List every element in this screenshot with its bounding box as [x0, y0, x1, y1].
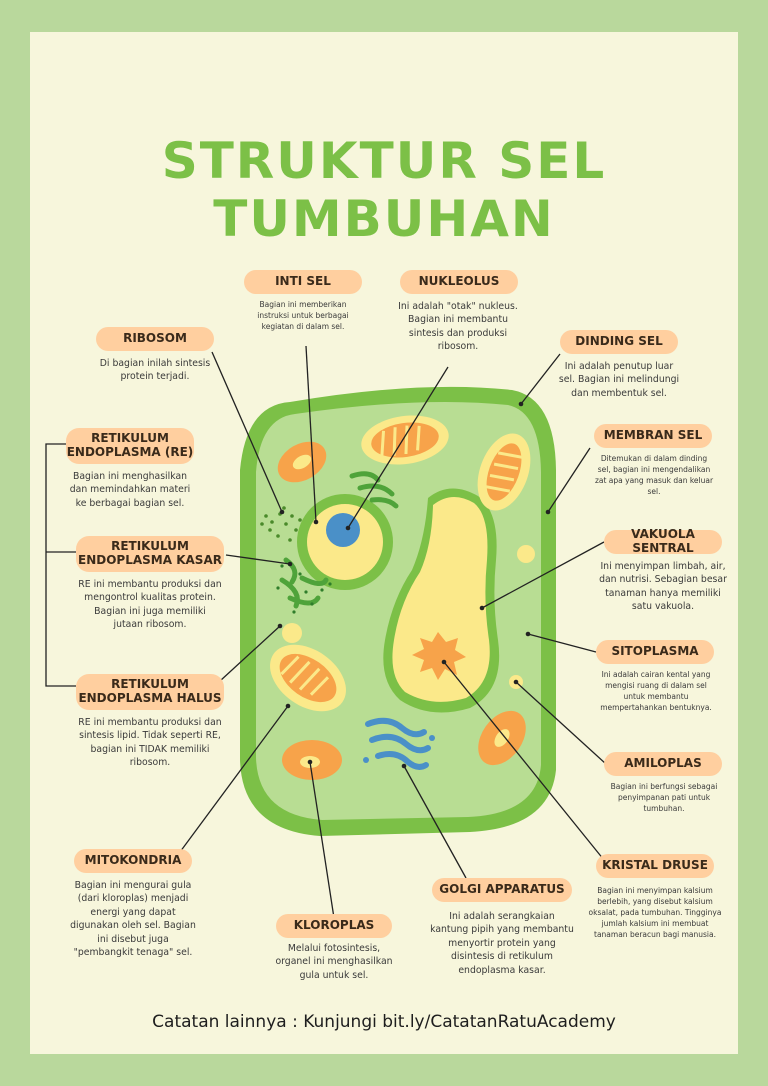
- desc-retikulum-re: Bagian ini menghasilkan dan memindahkan …: [69, 471, 191, 509]
- desc-mitokondria: Bagian ini mengurai gula (dari kloroplas…: [70, 880, 196, 959]
- mitochondrion-3: [478, 710, 526, 766]
- label-ribosom: RIBOSOM: [96, 327, 214, 351]
- desc-kloroplas: Melalui fotosintesis, organel ini mengha…: [275, 943, 393, 981]
- label-kloroplas: KLOROPLAS: [276, 914, 392, 938]
- smooth-er: [349, 471, 399, 509]
- label-kristal-druse: KRISTAL DRUSE: [596, 854, 714, 878]
- label-sitoplasma: SITOPLASMA: [596, 640, 714, 664]
- desc-nukleolus: Ini adalah "otak" nukleus. Bagian ini me…: [398, 301, 518, 353]
- desc-vakuola-sentral: Ini menyimpan limbah, air, dan nutrisi. …: [599, 561, 727, 613]
- desc-golgi: Ini adalah serangkaian kantung pipih yan…: [430, 911, 574, 976]
- desc-re-kasar: RE ini membantu produksi dan mengontrol …: [78, 579, 222, 631]
- label-golgi: GOLGI APPARATUS: [432, 878, 572, 902]
- druse-crystal: [412, 632, 466, 680]
- page-title: STRUKTUR SEL TUMBUHAN: [161, 132, 607, 248]
- label-re-kasar: RETIKULUM ENDOPLASMA KASAR: [76, 536, 224, 572]
- chloroplast-right: [477, 433, 531, 511]
- leader-dots: [277, 401, 551, 769]
- desc-amiloplas: Bagian ini berfungsi sebagai penyimpanan…: [610, 782, 718, 813]
- golgi-apparatus: [363, 717, 435, 770]
- chloroplast-left: [270, 644, 346, 712]
- desc-dinding-sel: Ini adalah penutup luar sel. Bagian ini …: [558, 361, 680, 399]
- rough-er: [279, 557, 329, 609]
- amyloplast-1: [517, 545, 535, 563]
- label-dinding-sel: DINDING SEL: [560, 330, 678, 354]
- label-nukleolus: NUKLEOLUS: [400, 270, 518, 294]
- label-membran-sel: MEMBRAN SEL: [594, 424, 712, 448]
- desc-membran-sel: Ditemukan di dalam dinding sel, bagian i…: [594, 454, 714, 496]
- footer-link-text: Catatan lainnya : Kunjungi bit.ly/Catata…: [152, 1012, 616, 1032]
- chloroplast-top: [361, 415, 449, 465]
- desc-inti-sel: Bagian ini memberikan instruksi untuk be…: [257, 300, 349, 331]
- label-inti-sel: INTI SEL: [244, 270, 362, 294]
- leader-lines: [45, 345, 607, 919]
- central-vacuole-inner: [392, 496, 490, 702]
- desc-sitoplasma: Ini adalah cairan kental yang mengisi ru…: [600, 670, 712, 712]
- er-ribosomes: [276, 564, 332, 614]
- label-amiloplas: AMILOPLAS: [604, 752, 722, 776]
- label-mitokondria: MITOKONDRIA: [74, 849, 192, 873]
- free-ribosomes: [260, 506, 302, 542]
- desc-re-halus: RE ini membantu produksi dan sintesis li…: [78, 717, 222, 769]
- mitochondrion-1: [277, 441, 327, 483]
- label-vakuola-sentral: VAKUOLA SENTRAL: [604, 527, 722, 555]
- amyloplast-2: [282, 623, 302, 643]
- desc-ribosom: Di bagian inilah sintesis protein terjad…: [99, 358, 211, 383]
- desc-kristal-druse: Bagian ini menyimpan kalsium berlebih, y…: [588, 886, 722, 939]
- label-retikulum-re: RETIKULUM ENDOPLASMA (RE): [66, 428, 194, 464]
- label-re-halus: RETIKULUM ENDOPLASMA HALUS: [76, 674, 224, 710]
